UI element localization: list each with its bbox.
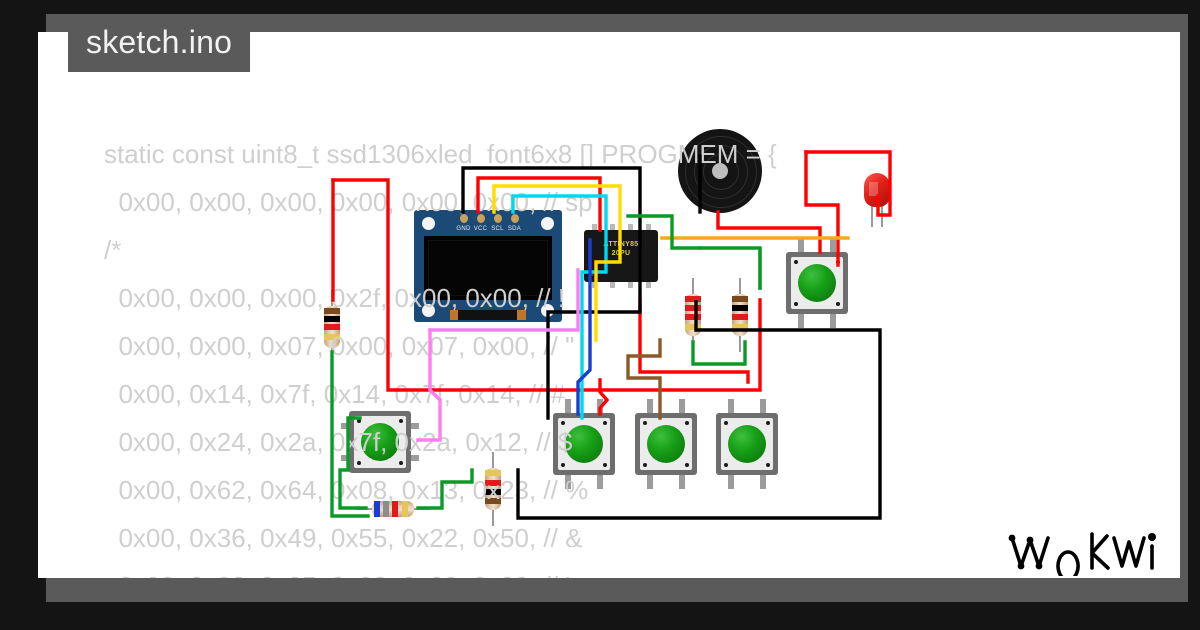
code-line: 0x00, 0x14, 0x7f, 0x14, 0x7f, 0x14, // # (104, 379, 566, 409)
screw-icon (399, 461, 403, 465)
resistor-lead (492, 506, 494, 526)
color-band (383, 501, 389, 517)
color-band (392, 501, 398, 517)
logo-node-icon (1148, 533, 1156, 541)
color-band (485, 470, 501, 476)
resistor-4[interactable] (484, 452, 502, 526)
resistor-lead (492, 452, 494, 472)
button-leg (403, 455, 419, 461)
code-line: 0x00, 0x24, 0x2a, 0x7f, 0x2a, 0x12, // $ (104, 427, 573, 457)
color-band (374, 501, 380, 517)
logo-node-icon (1008, 534, 1016, 542)
code-sheet: static const uint8_t ssd1306xled_font6x8… (38, 32, 1180, 578)
buzzer-sound-hole-icon (712, 163, 728, 179)
logo-node-icon (1017, 562, 1025, 570)
logo-node-icon (1026, 536, 1034, 544)
color-band (402, 501, 408, 517)
code-line: /* (104, 235, 122, 265)
code-line: 0x00, 0x00, 0x05, 0x03, 0x00, 0x00, // ' (104, 562, 1144, 578)
file-tab-label: sketch.ino (86, 24, 233, 60)
code-line: 0x00, 0x00, 0x00, 0x00, 0x00, 0x00, // s… (104, 187, 593, 217)
code-line: 0x00, 0x62, 0x64, 0x08, 0x13, 0x23, // % (104, 475, 589, 505)
screw-icon (399, 419, 403, 423)
button-leg (403, 423, 419, 429)
color-band (485, 489, 501, 495)
color-band (485, 498, 501, 504)
code-line: 0x00, 0x00, 0x07, 0x00, 0x07, 0x00, // " (104, 331, 575, 361)
logo-node-icon (1035, 562, 1043, 570)
button-cap[interactable] (798, 264, 836, 302)
code-line: static const uint8_t ssd1306xled_font6x8… (104, 139, 777, 169)
code-line: 0x00, 0x36, 0x49, 0x55, 0x22, 0x50, // & (104, 523, 583, 553)
wokwi-logo (1008, 526, 1158, 576)
code-line: 0x00, 0x00, 0x00, 0x2f, 0x00, 0x00, // ! (104, 283, 566, 313)
color-band (485, 480, 501, 486)
wokwi-logo-icon (1008, 532, 1156, 576)
file-tab-sketch-ino[interactable]: sketch.ino (68, 14, 251, 72)
screw-icon (794, 260, 798, 264)
source-code: static const uint8_t ssd1306xled_font6x8… (104, 130, 1144, 578)
